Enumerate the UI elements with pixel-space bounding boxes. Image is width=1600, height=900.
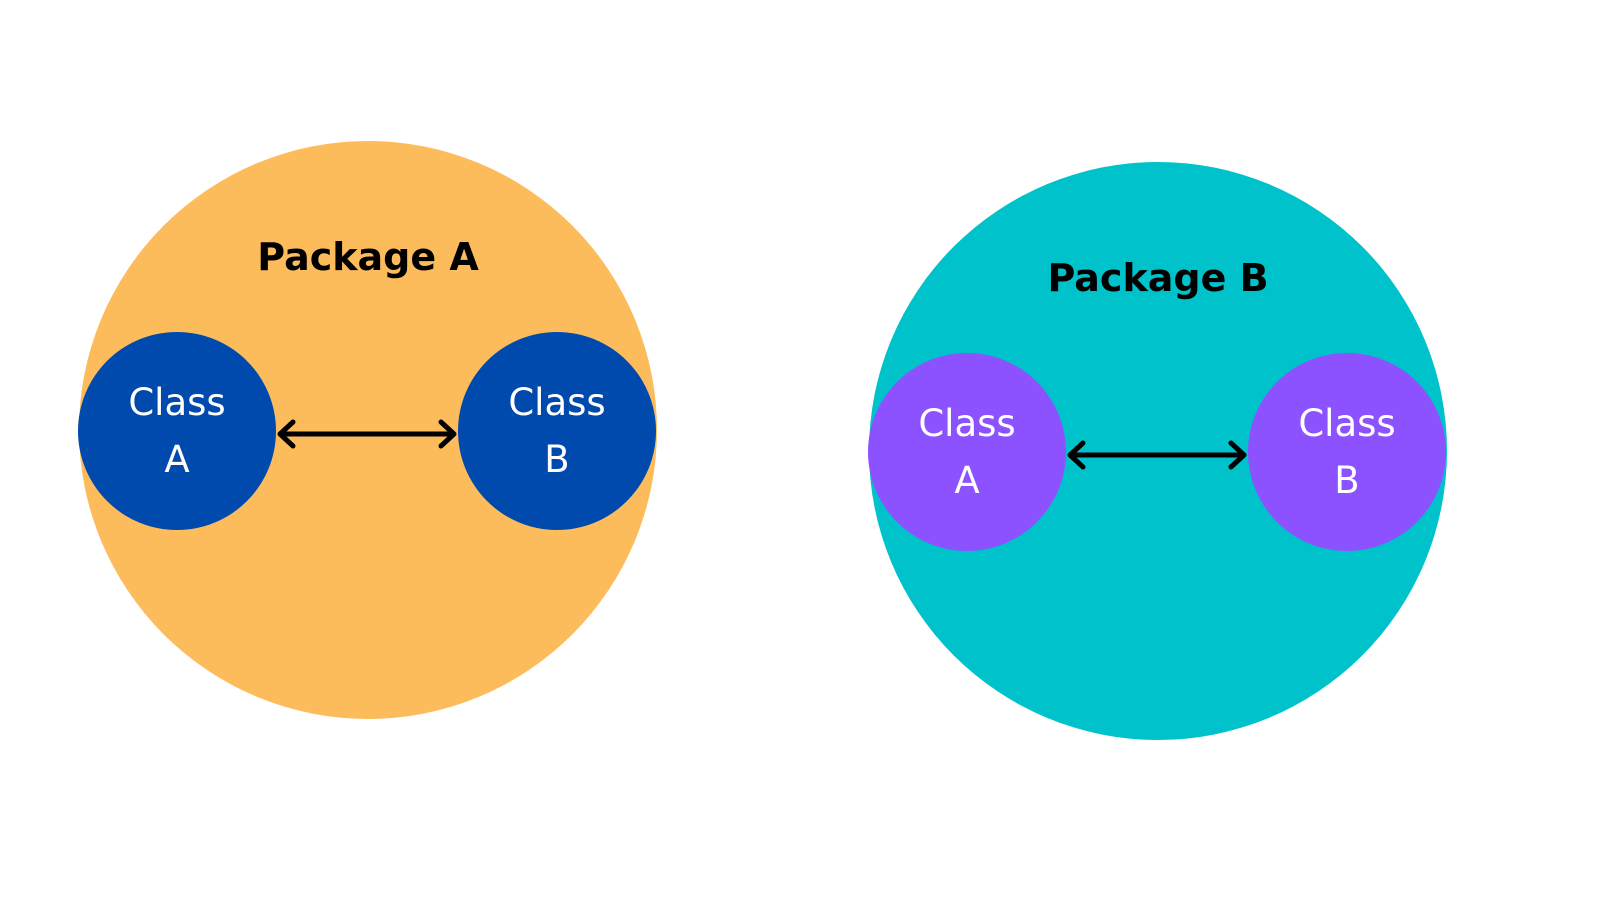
class-label: Class <box>128 381 226 424</box>
class-label: Class <box>1298 402 1396 445</box>
package-a-class-b-node: Class B <box>458 332 656 530</box>
class-name: B <box>544 438 570 481</box>
package-b-bidirectional-arrow <box>1067 440 1247 470</box>
package-a-bidirectional-arrow <box>277 419 457 449</box>
class-label: Class <box>918 402 1016 445</box>
class-label: Class <box>508 381 606 424</box>
package-b-title: Package B <box>1047 256 1269 300</box>
package-b-class-a-node: Class A <box>868 353 1066 551</box>
package-a-title: Package A <box>257 235 479 279</box>
package-a-class-a-node: Class A <box>78 332 276 530</box>
package-a-circle: Package A Class A Class B <box>78 141 657 719</box>
class-name: A <box>954 459 980 502</box>
package-b-class-b-node: Class B <box>1248 353 1446 551</box>
class-name: B <box>1334 459 1360 502</box>
package-b-circle: Package B Class A Class B <box>868 162 1447 740</box>
class-name: A <box>164 438 190 481</box>
